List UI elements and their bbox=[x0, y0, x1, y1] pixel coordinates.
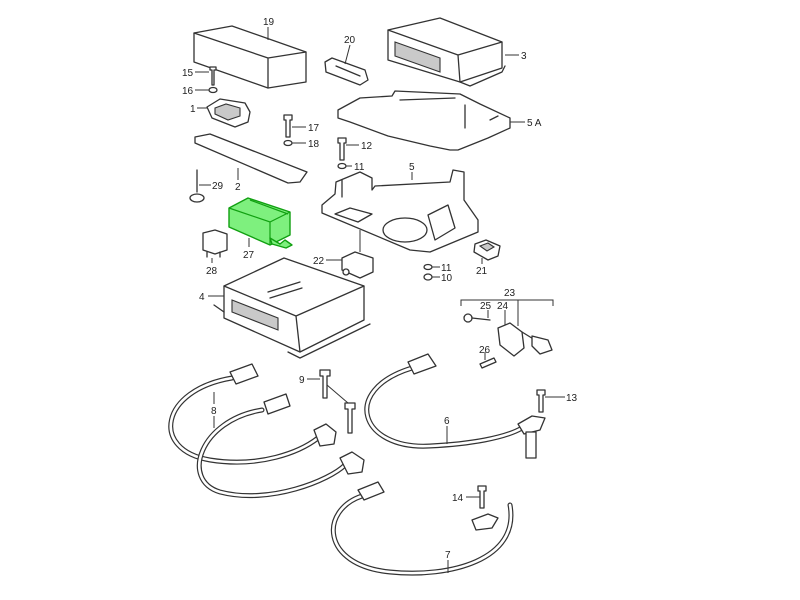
part-17-bolt[interactable] bbox=[283, 114, 293, 138]
part-26-screw[interactable] bbox=[479, 357, 497, 369]
callout-3: 3 bbox=[521, 51, 527, 62]
callout-5: 5 bbox=[409, 162, 415, 173]
part-24-sensor-plate[interactable] bbox=[497, 322, 525, 357]
part-27-relay-highlighted[interactable] bbox=[228, 197, 293, 249]
part-12-bolt[interactable] bbox=[337, 137, 347, 161]
part-5-bracket[interactable] bbox=[321, 169, 479, 253]
callout-24: 24 bbox=[497, 301, 509, 312]
callout-16: 16 bbox=[182, 86, 194, 97]
callout-20: 20 bbox=[344, 35, 356, 46]
part-15-screw[interactable] bbox=[209, 66, 217, 86]
callout-19: 19 bbox=[263, 17, 275, 28]
part-21-clip[interactable] bbox=[473, 239, 501, 261]
callout-27: 27 bbox=[243, 250, 255, 261]
part-13-screw[interactable] bbox=[536, 389, 546, 413]
part-19-block[interactable] bbox=[193, 25, 307, 89]
part-3-control-unit[interactable] bbox=[387, 17, 506, 87]
leader-lines bbox=[195, 27, 565, 573]
callout-labels: 19 20 3 15 16 1 17 18 5 A 12 11 2 29 5 2… bbox=[182, 17, 578, 561]
callout-22: 22 bbox=[313, 256, 325, 267]
part-16-washer[interactable] bbox=[208, 86, 218, 94]
callout-15: 15 bbox=[182, 68, 194, 79]
callout-10: 10 bbox=[441, 273, 453, 284]
callout-9: 9 bbox=[299, 375, 305, 386]
callout-7: 7 bbox=[445, 550, 451, 561]
part-22-sensor[interactable] bbox=[341, 230, 374, 279]
callout-8: 8 bbox=[211, 406, 217, 417]
part-5a-plate[interactable] bbox=[337, 90, 511, 151]
part-20-grease-tube[interactable] bbox=[324, 57, 369, 86]
callout-25: 25 bbox=[480, 301, 492, 312]
callout-13: 13 bbox=[566, 393, 578, 404]
callout-1: 1 bbox=[190, 104, 196, 115]
part-11-washer-lower[interactable] bbox=[423, 263, 433, 271]
part-11-washer-upper[interactable] bbox=[337, 162, 347, 170]
callout-4: 4 bbox=[199, 292, 205, 303]
callout-26: 26 bbox=[479, 345, 491, 356]
callout-21: 21 bbox=[476, 266, 488, 277]
part-1-module[interactable] bbox=[206, 98, 251, 128]
part-8-knock-sensor-cables[interactable] bbox=[168, 363, 365, 499]
callout-5a: 5 A bbox=[527, 118, 542, 129]
part-14-screw[interactable] bbox=[477, 485, 487, 509]
callout-6: 6 bbox=[444, 416, 450, 427]
callout-2: 2 bbox=[235, 182, 241, 193]
callout-11-lower: 11 bbox=[441, 263, 452, 274]
part-28-relay[interactable] bbox=[202, 229, 228, 258]
callout-23: 23 bbox=[504, 288, 516, 299]
part-7-reference-sensor-cable[interactable] bbox=[330, 481, 514, 576]
callout-18: 18 bbox=[308, 139, 320, 150]
callout-11-upper: 11 bbox=[354, 162, 365, 173]
callout-12: 12 bbox=[361, 141, 373, 152]
part-9-bolts[interactable] bbox=[319, 369, 356, 434]
part-23-assembly[interactable] bbox=[460, 299, 554, 369]
part-25-clip[interactable] bbox=[463, 313, 491, 323]
callout-14: 14 bbox=[452, 493, 464, 504]
callout-28: 28 bbox=[206, 266, 218, 277]
part-6-speed-sensor-cable[interactable] bbox=[364, 353, 546, 459]
part-4-control-unit[interactable] bbox=[213, 257, 371, 359]
callout-29: 29 bbox=[212, 181, 224, 192]
part-29-stud[interactable] bbox=[189, 169, 205, 203]
part-18-washer[interactable] bbox=[283, 139, 293, 147]
callout-17: 17 bbox=[308, 123, 320, 134]
part-10-nut[interactable] bbox=[423, 273, 433, 281]
part-2-mounting-plate[interactable] bbox=[194, 133, 308, 184]
